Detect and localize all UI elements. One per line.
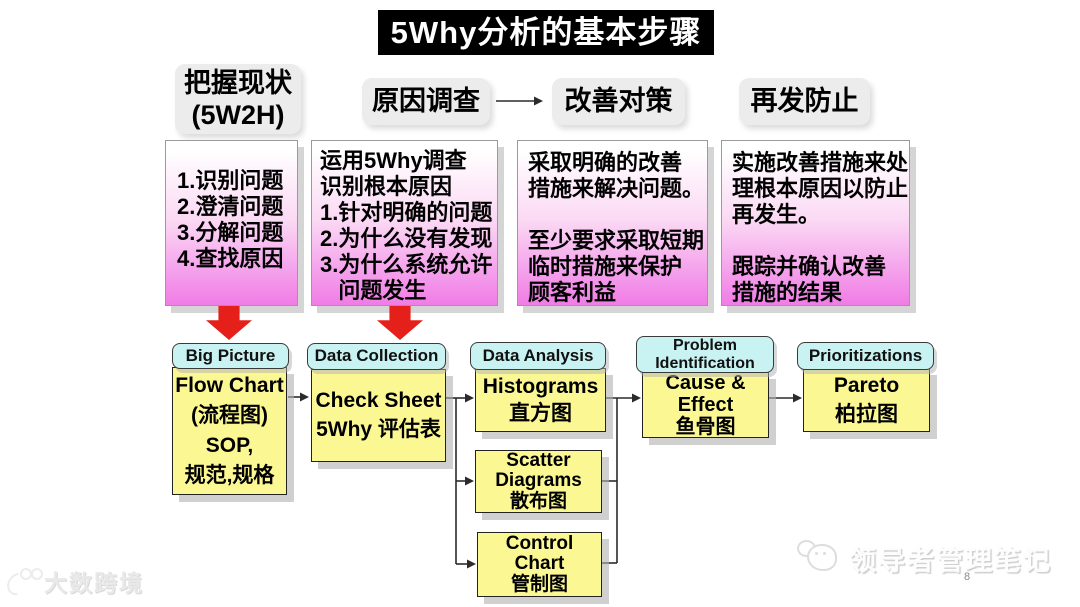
watermark-dashu: 大数跨境 xyxy=(2,564,144,600)
watermark-leader-notes-label: 领导者管理笔记 xyxy=(849,545,1052,576)
phase-label-recurrence-prevention: 再发防止 xyxy=(739,78,870,125)
tool-control-chart: Control Chart 管制图 xyxy=(477,532,602,597)
tool-scatter-diagrams: Scatter Diagrams 散布图 xyxy=(475,450,602,513)
watermark-leader-notes: 领导者管理笔记 xyxy=(795,538,1052,578)
chat-bubbles-icon xyxy=(795,538,841,578)
down-arrow-icon xyxy=(206,306,252,340)
slide-title: 5Why分析的基本步骤 xyxy=(378,10,714,55)
category-prioritizations: Prioritizations xyxy=(797,342,934,370)
phase-detail-cause-investigation: 运用5Why调查 识别根本原因 1.针对明确的问题 2.为什么没有发现 3.为什… xyxy=(311,140,498,306)
dashu-logo-icon xyxy=(2,566,43,600)
tool-cause-effect: Cause & Effect 鱼骨图 xyxy=(642,372,769,438)
tool-flow-chart: Flow Chart (流程图) SOP, 规范,规格 xyxy=(172,367,287,495)
phase-label-cause-investigation: 原因调查 xyxy=(362,78,490,125)
down-arrow-icon xyxy=(377,306,423,340)
page-number: 8 xyxy=(964,571,971,583)
category-data-analysis: Data Analysis xyxy=(470,342,606,370)
watermark-dashu-label: 大数跨境 xyxy=(44,570,144,596)
phase-label-grasp-situation: 把握现状 (5W2H) xyxy=(175,64,301,134)
phase-detail-grasp-situation: 1.识别问题 2.澄清问题 3.分解问题 4.查找原因 xyxy=(165,140,298,306)
tool-pareto: Pareto 柏拉图 xyxy=(803,368,930,432)
category-problem-identification: Problem Identification xyxy=(636,336,774,373)
phase-label-improvement-countermeasure: 改善对策 xyxy=(552,78,685,125)
tool-check-sheet: Check Sheet 5Why 评估表 xyxy=(311,369,446,462)
phase-detail-improvement-countermeasure: 采取明确的改善 措施来解决问题。 至少要求采取短期 临时措施来保护 顾客利益 xyxy=(517,140,708,306)
phase-detail-recurrence-prevention: 实施改善措施来处 理根本原因以防止 再发生。 跟踪并确认改善 措施的结果 xyxy=(721,140,910,306)
tool-histograms: Histograms 直方图 xyxy=(475,368,606,432)
category-big-picture: Big Picture xyxy=(172,343,289,369)
category-data-collection: Data Collection xyxy=(307,343,446,370)
